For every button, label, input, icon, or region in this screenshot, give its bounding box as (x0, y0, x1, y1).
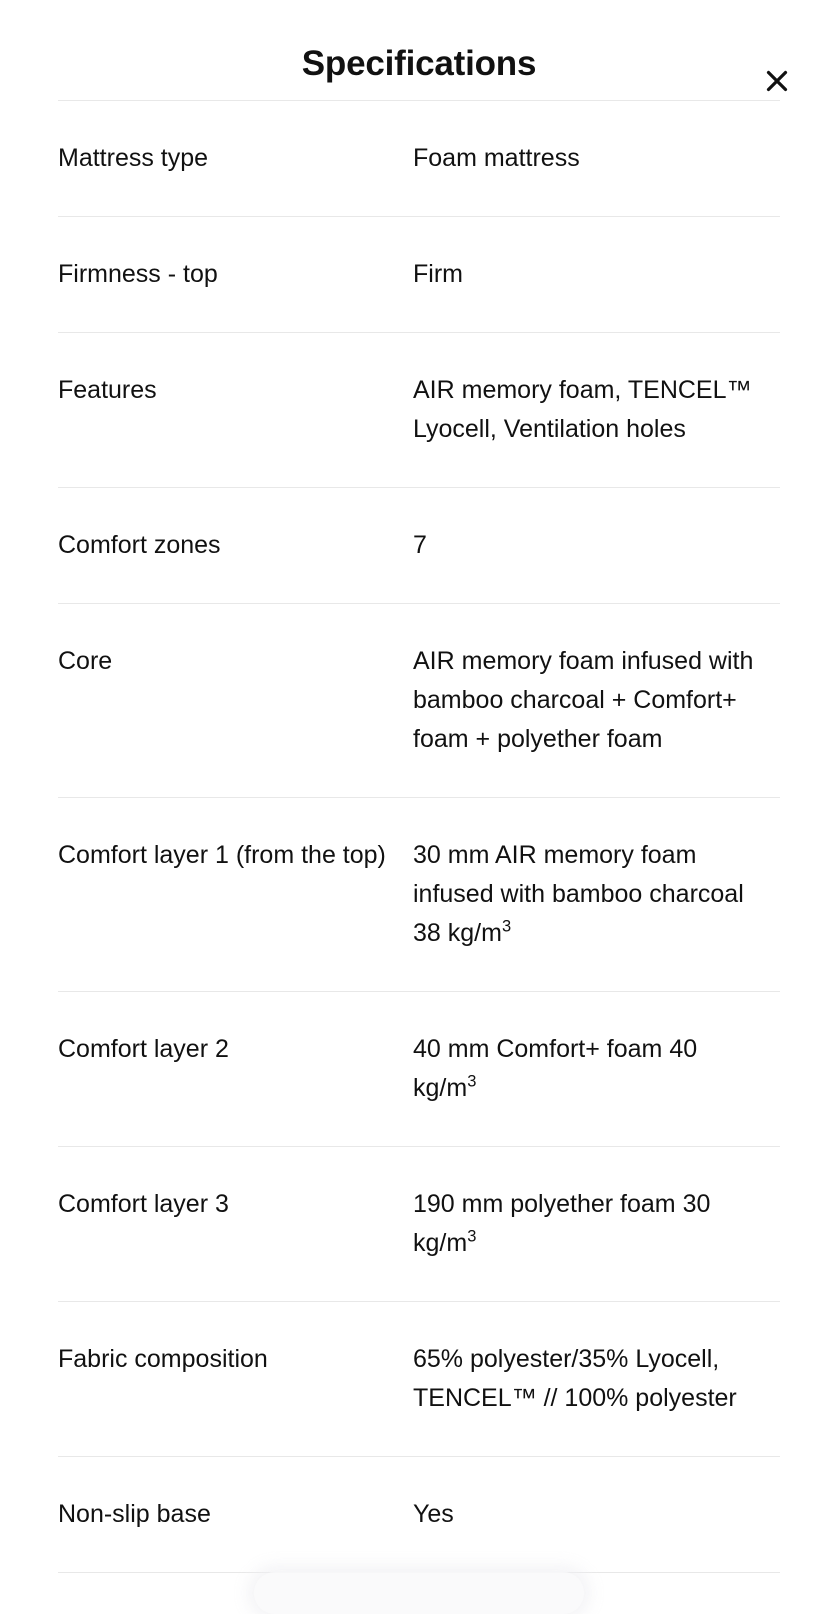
spec-label: Firmness - top (58, 260, 218, 288)
spec-value: 30 mm AIR memory foam infused with bambo… (413, 841, 744, 947)
table-row: Features AIR memory foam, TENCEL™ Lyocell… (58, 332, 780, 487)
spec-value: 190 mm polyether foam 30 kg/m3 (413, 1190, 711, 1257)
spec-value: 7 (413, 531, 427, 559)
spec-label: Non-slip base (58, 1500, 211, 1528)
spec-value: Foam mattress (413, 144, 580, 172)
table-row: Fabric composition 65% polyester/35% Lyoc… (58, 1301, 780, 1456)
table-row: Comfort layer 1 (from the top) 30 mm AIR … (58, 797, 780, 991)
table-row: Mattress type Foam mattress (58, 100, 780, 216)
close-icon (763, 67, 791, 95)
table-row: Firmness - top Firm (58, 216, 780, 332)
modal-header: Specifications (0, 0, 838, 100)
page-title: Specifications (301, 43, 537, 83)
spec-value: 40 mm Comfort+ foam 40 kg/m3 (413, 1035, 698, 1102)
spec-label: Comfort layer 3 (58, 1190, 229, 1218)
table-row: Comfort layer 3 190 mm polyether foam 30 … (58, 1146, 780, 1301)
spec-label: Core (58, 647, 113, 675)
table-row: Non-slip base Yes (58, 1456, 780, 1572)
spec-label: Comfort layer 2 (58, 1035, 229, 1063)
table-row: Comfort zones 7 (58, 487, 780, 603)
spec-label: Features (58, 376, 157, 404)
table-row: Core AIR memory foam infused with bamboo … (58, 603, 780, 797)
close-button[interactable] (754, 58, 800, 104)
spec-value: Yes (413, 1500, 454, 1528)
spec-value: Firm (413, 260, 463, 288)
spec-label: Fabric composition (58, 1345, 268, 1373)
spec-label: Comfort zones (58, 531, 221, 559)
bottom-clipped-element[interactable] (254, 1572, 584, 1614)
table-row: Comfort layer 2 40 mm Comfort+ foam 40 kg… (58, 991, 780, 1146)
spec-label: Comfort layer 1 (from the top) (58, 841, 386, 869)
spec-value: AIR memory foam, TENCEL™ Lyocell, Ventil… (413, 376, 752, 443)
spec-label: Mattress type (58, 144, 209, 172)
spec-value: 65% polyester/35% Lyocell, TENCEL™ // 10… (413, 1345, 737, 1412)
spec-value: AIR memory foam infused with bamboo char… (413, 647, 754, 753)
